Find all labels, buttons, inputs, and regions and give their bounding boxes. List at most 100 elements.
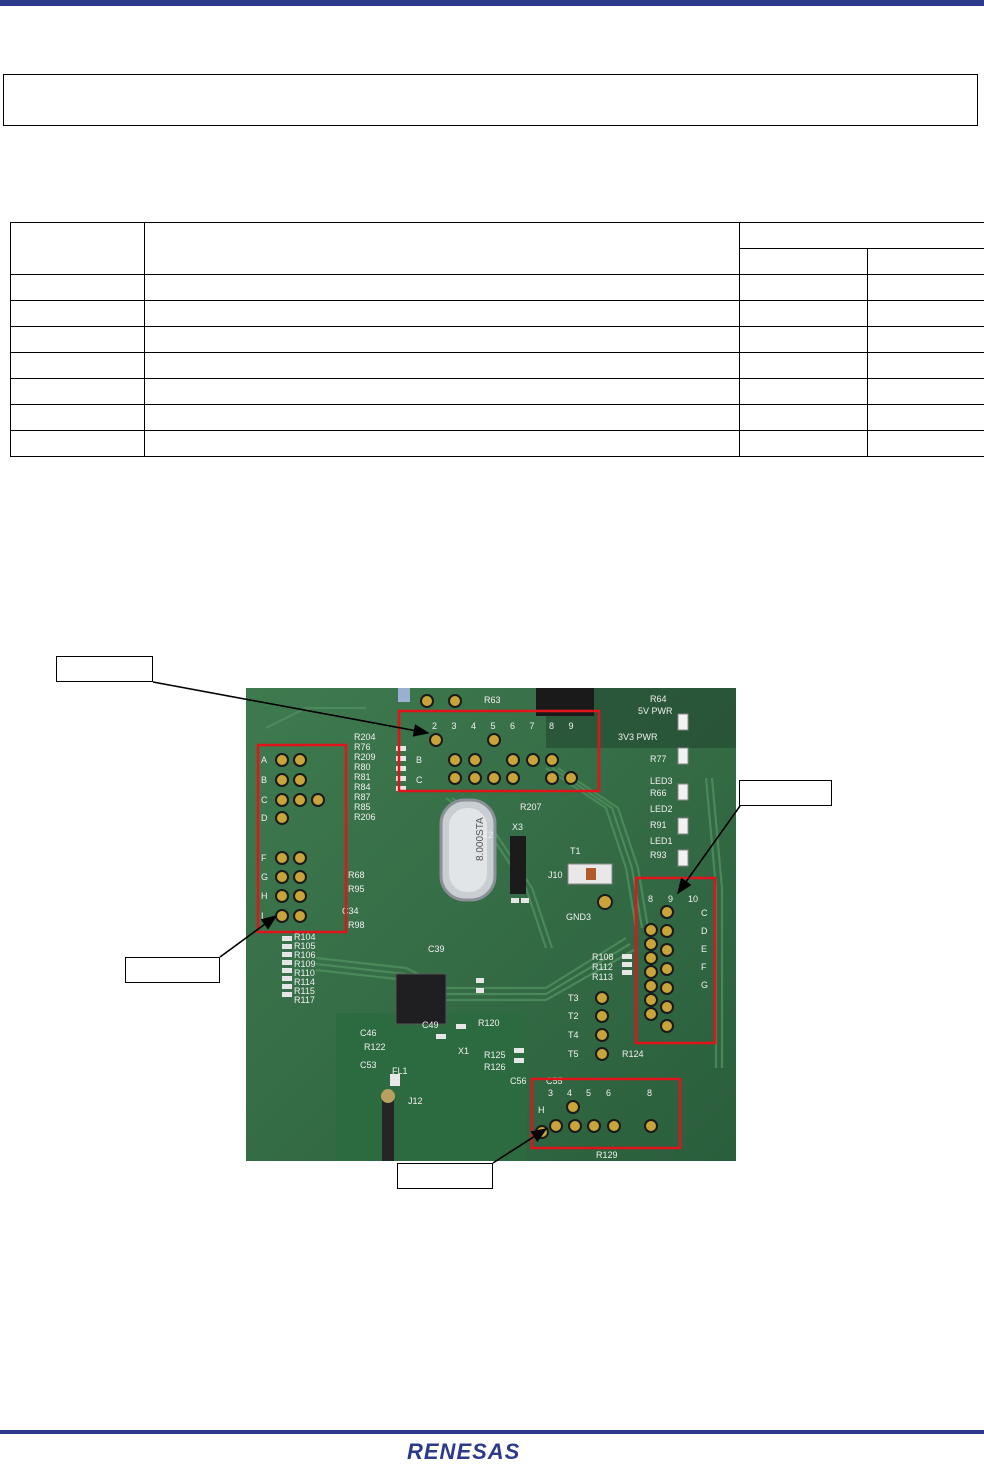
label-r206: R206 xyxy=(354,812,376,822)
grid-top-col-label: 7 xyxy=(530,721,535,731)
silkscreen-labels: R204 R76 R209 R80 R81 R84 R87 R85 R206 R… xyxy=(294,694,673,1160)
grid-left-row-label: D xyxy=(261,813,268,823)
pad xyxy=(660,1019,674,1033)
pad xyxy=(506,753,520,767)
label-r114: R114 xyxy=(294,977,315,987)
grid-top-row-label: B xyxy=(416,755,422,765)
pad-grids xyxy=(275,733,674,1139)
label-t1: T1 xyxy=(570,846,581,856)
label-r93: R93 xyxy=(650,850,667,860)
label-r105: R105 xyxy=(294,941,316,951)
grid-left-row-label: G xyxy=(261,872,268,882)
label-5v-pwr: 5V PWR xyxy=(638,706,673,716)
pad xyxy=(487,771,501,785)
label-r63: R63 xyxy=(484,695,501,705)
note-box xyxy=(3,74,978,126)
pad xyxy=(644,937,658,951)
table-cell xyxy=(867,326,984,353)
label-r87: R87 xyxy=(354,792,371,802)
pad xyxy=(644,965,658,979)
pad xyxy=(429,733,443,747)
arrow-2 xyxy=(677,805,741,895)
label-3v3-pwr: 3V3 PWR xyxy=(618,732,658,742)
pad xyxy=(566,1100,580,1114)
label-r113: R113 xyxy=(592,972,613,982)
pad xyxy=(545,753,559,767)
coax-cable xyxy=(382,1091,394,1161)
grid-right-col-label: 9 xyxy=(668,894,673,904)
grid-bottom-col-label: 5 xyxy=(586,1088,591,1098)
pad xyxy=(293,889,307,903)
label-c55: C55 xyxy=(546,1076,563,1086)
grid-right-row-label: C xyxy=(701,908,708,918)
highlight-top xyxy=(397,709,601,793)
label-r64: R64 xyxy=(650,694,667,704)
table-cell xyxy=(10,352,145,379)
table-cell xyxy=(739,352,868,379)
pad xyxy=(526,753,540,767)
pad xyxy=(607,1119,621,1133)
label-c46: C46 xyxy=(360,1028,377,1038)
table-row xyxy=(10,352,984,379)
label-x2: X2 xyxy=(482,830,493,840)
callout-box-1 xyxy=(56,656,153,682)
table-header-cell xyxy=(144,222,740,275)
grid-top-col-label: 4 xyxy=(471,721,476,731)
pad xyxy=(275,870,289,884)
callout-box-4 xyxy=(397,1163,493,1189)
label-r81: R81 xyxy=(354,772,371,782)
label-r204: R204 xyxy=(354,732,376,742)
pad xyxy=(468,771,482,785)
grid-bottom-row-label: H xyxy=(538,1105,545,1115)
label-x3: X3 xyxy=(512,822,523,832)
highlight-bottom xyxy=(530,1077,682,1150)
pad xyxy=(293,909,307,923)
switch-knob xyxy=(586,868,596,880)
label-gnd3: GND3 xyxy=(566,912,591,922)
label-r112: R112 xyxy=(592,962,613,972)
pad xyxy=(564,771,578,785)
table-header-cell xyxy=(867,248,984,275)
table-cell xyxy=(867,274,984,301)
label-t2: T2 xyxy=(568,1011,579,1021)
label-r108: R108 xyxy=(592,952,614,962)
spec-table xyxy=(10,222,984,457)
table-cell xyxy=(10,430,145,457)
sma-connector xyxy=(381,1089,395,1103)
label-j10: J10 xyxy=(548,870,563,880)
table-cell xyxy=(144,430,740,457)
label-led2: LED2 xyxy=(650,804,673,814)
pad xyxy=(587,1119,601,1133)
pad xyxy=(660,981,674,995)
label-r110: R110 xyxy=(294,968,315,978)
label-r117: R117 xyxy=(294,995,315,1005)
table-row xyxy=(10,430,984,457)
table-cell xyxy=(10,274,145,301)
label-fl1: FL1 xyxy=(392,1066,408,1076)
led-group xyxy=(677,713,689,867)
label-c34: C34 xyxy=(342,906,359,916)
label-r80: R80 xyxy=(354,762,371,772)
pad xyxy=(293,851,307,865)
header-rule xyxy=(0,0,984,6)
crystal-x2-top xyxy=(449,808,487,892)
label-r124: R124 xyxy=(622,1049,644,1059)
label-r122: R122 xyxy=(364,1042,386,1052)
grid-bottom-col-label: 4 xyxy=(567,1088,572,1098)
table-cell xyxy=(10,326,145,353)
label-r115: R115 xyxy=(294,986,315,996)
pad xyxy=(660,943,674,957)
grid-left-row-label: H xyxy=(261,891,268,901)
pad xyxy=(293,753,307,767)
label-r95: R95 xyxy=(348,884,365,894)
pcb-photo: R204 R76 R209 R80 R81 R84 R87 R85 R206 R… xyxy=(246,688,736,1161)
pad xyxy=(293,793,307,807)
table-subheader-row xyxy=(11,248,984,275)
label-r66: R66 xyxy=(650,788,667,798)
pad xyxy=(275,851,289,865)
arrow-3 xyxy=(219,915,278,958)
grid-bottom-col-label: 3 xyxy=(548,1088,553,1098)
arrow-1 xyxy=(152,681,430,737)
grid-right-row-label: G xyxy=(701,980,708,990)
